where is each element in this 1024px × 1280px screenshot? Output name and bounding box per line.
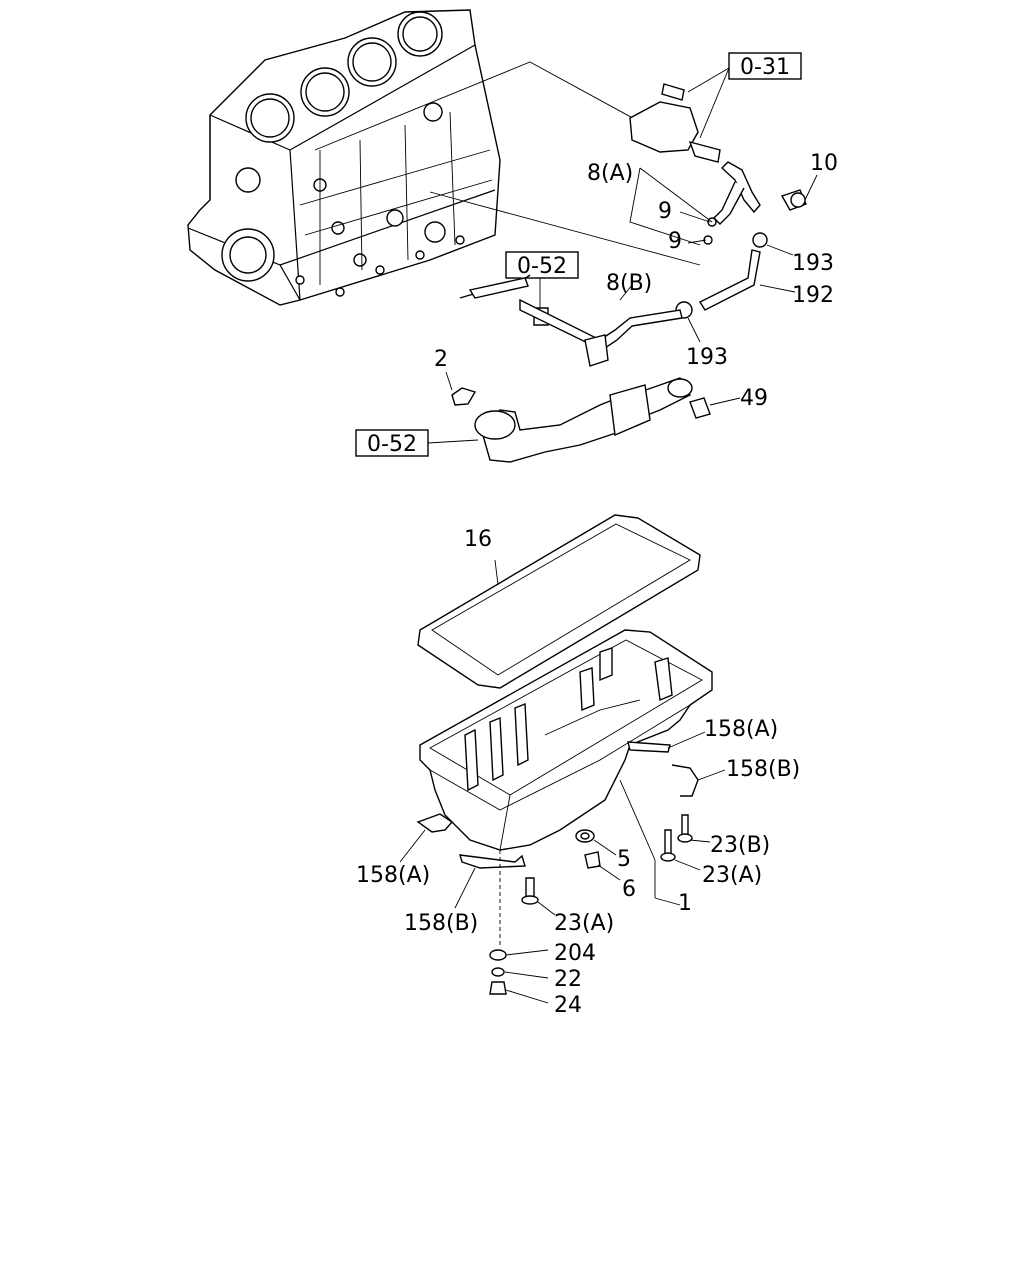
label-22: 22 <box>554 967 582 992</box>
label-49: 49 <box>740 386 768 411</box>
label-8a: 8(A) <box>587 161 633 186</box>
label-23b: 23(B) <box>710 833 770 858</box>
hose-192: 193 192 193 <box>675 232 834 370</box>
ref-label-052-top: 0-52 <box>517 254 567 279</box>
ref-box-052-top <box>505 251 579 279</box>
leader-block-to-bracket <box>314 61 641 151</box>
drain-plug: 5 6 <box>575 829 636 902</box>
oil-pan-gasket: 16 <box>417 514 701 689</box>
ref-box-031 <box>728 52 802 80</box>
label-158a-right: 158(A) <box>704 717 778 742</box>
oil-pan: 1 <box>419 629 713 916</box>
oil-tube-8a: 10 8(A) 9 9 <box>587 151 838 254</box>
engine-block <box>187 9 501 306</box>
label-158b-right: 158(B) <box>726 757 800 782</box>
label-8b: 8(B) <box>606 271 652 296</box>
label-204: 204 <box>554 941 596 966</box>
oil-strainer: 49 0-52 <box>355 377 768 463</box>
stud-hardware: 204 22 24 <box>489 850 596 1018</box>
bracket-assembly: 0-31 <box>629 52 802 163</box>
label-192: 192 <box>792 283 834 308</box>
label-158b-left: 158(B) <box>404 911 478 936</box>
label-6: 6 <box>622 877 636 902</box>
label-2: 2 <box>434 347 448 372</box>
label-158a-left: 158(A) <box>356 863 430 888</box>
dipstick: 2 <box>434 347 477 406</box>
label-1: 1 <box>678 891 692 916</box>
label-23a-right: 23(A) <box>702 863 762 888</box>
label-23a-bottom: 23(A) <box>554 911 614 936</box>
label-9-upper: 9 <box>658 199 672 224</box>
left-brackets: 158(A) 158(B) 23(A) <box>356 813 614 936</box>
label-10: 10 <box>810 151 838 176</box>
label-16: 16 <box>464 527 492 552</box>
right-brackets: 158(A) 158(B) 23(B) 23(A) <box>627 717 800 888</box>
ref-label-052-left: 0-52 <box>367 432 417 457</box>
label-9-lower: 9 <box>668 229 682 254</box>
label-193-upper: 193 <box>792 251 834 276</box>
ref-label-031: 0-31 <box>740 55 790 80</box>
leader-block-to-tube <box>429 191 701 266</box>
label-5: 5 <box>617 847 631 872</box>
guide-tube-8b: 0-52 8(B) <box>459 251 683 367</box>
label-24: 24 <box>554 993 582 1018</box>
label-193-lower: 193 <box>686 345 728 370</box>
ref-box-052-left <box>355 429 429 457</box>
